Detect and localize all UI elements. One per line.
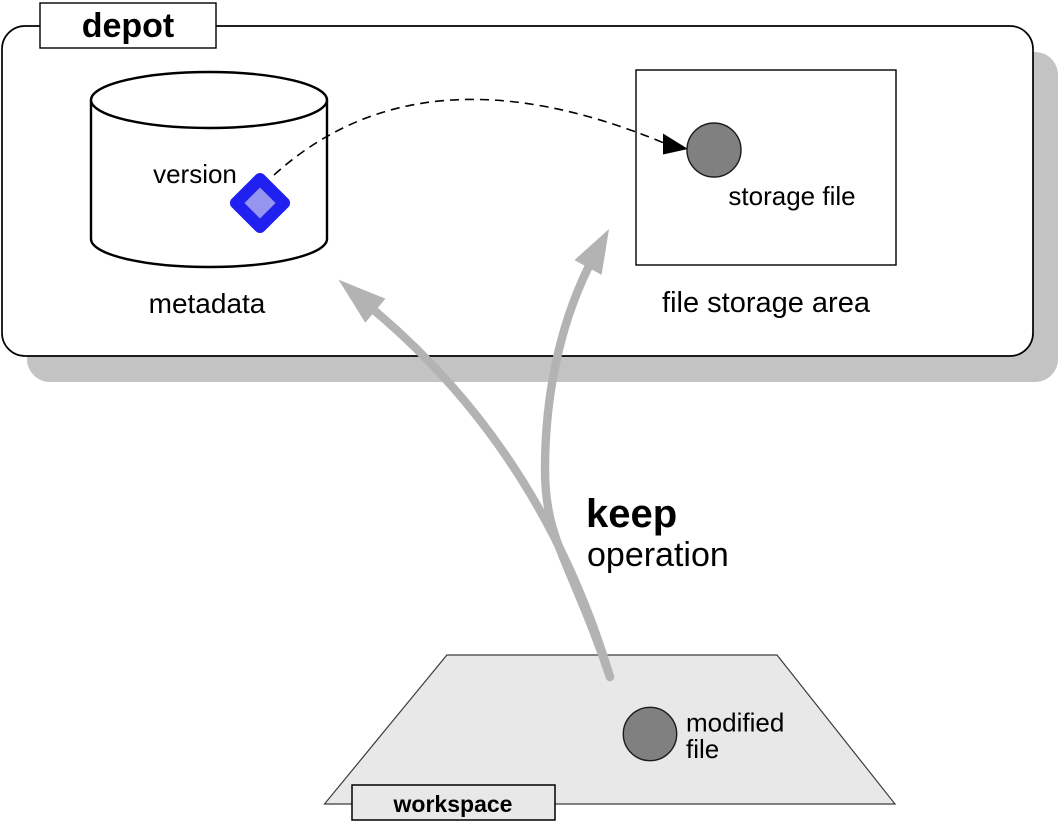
modified-file-circle — [622, 706, 678, 762]
storage-file-label: storage file — [728, 181, 855, 211]
version-diamond-inner — [244, 187, 276, 219]
workspace-label: workspace — [393, 791, 513, 817]
file-storage-area-label: file storage area — [662, 287, 871, 319]
arrow-to-metadata-head-icon — [338, 279, 386, 323]
dashed-line-arrowhead-icon — [663, 133, 688, 155]
arrow-to-file-storage — [540, 263, 615, 682]
storage-file-circle — [686, 122, 742, 178]
arrow-to-file-storage-head-icon — [574, 229, 609, 275]
metadata-label: metadata — [149, 288, 266, 319]
version-diamond-icon — [229, 172, 291, 234]
keep-operation-arrows — [338, 229, 615, 682]
depot-label-box — [39, 2, 217, 49]
cylinder-top — [89, 70, 329, 130]
workspace-label-box — [351, 784, 556, 821]
depot-label: depot — [82, 7, 175, 45]
modified-file-label-line1: modified — [686, 708, 784, 738]
file-storage-area-box — [635, 69, 897, 266]
modified-file-label-line2: file — [686, 734, 719, 764]
version-label: version — [153, 159, 237, 189]
operation-word-label: operation — [587, 536, 729, 574]
operation-name-label: keep — [586, 492, 677, 536]
metadata-database-cylinder — [89, 70, 329, 269]
workspace-trapezoid — [323, 654, 897, 805]
version-to-storage-dashed-line — [273, 98, 665, 176]
